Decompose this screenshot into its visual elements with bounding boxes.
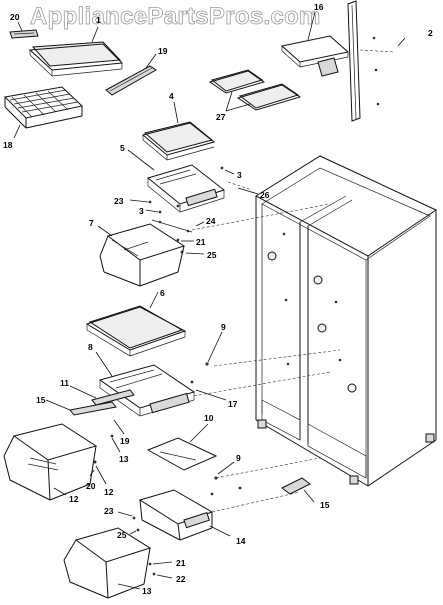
drawer-part-14 — [138, 489, 214, 541]
callout-9-top: 9 — [221, 322, 226, 332]
callout-5: 5 — [120, 143, 125, 153]
refrigerator-cabinet — [255, 155, 438, 487]
callout-22: 22 — [176, 574, 186, 584]
drawer-part-13 — [63, 527, 152, 599]
callout-25-top: 25 — [207, 250, 217, 260]
callout-14: 14 — [236, 536, 246, 546]
callout-23-top: 23 — [114, 196, 124, 206]
callout-23-bottom: 23 — [104, 506, 114, 516]
shelf-part-4 — [141, 121, 216, 161]
callout-4: 4 — [169, 91, 174, 101]
crisper-cover-part-8 — [98, 364, 196, 417]
callout-10: 10 — [204, 413, 214, 423]
shelf-part-1 — [28, 41, 124, 77]
callout-26: 26 — [260, 190, 270, 200]
callout-24: 24 — [206, 216, 216, 226]
callout-9-bottom: 9 — [236, 453, 241, 463]
callout-6: 6 — [160, 288, 165, 298]
callout-15-right: 15 — [320, 500, 330, 510]
rail-part-11 — [91, 389, 135, 406]
callout-2: 2 — [428, 28, 433, 38]
callout-27: 27 — [216, 112, 226, 122]
callout-12-left: 12 — [69, 494, 79, 504]
callout-20-mid: 20 — [86, 481, 96, 491]
callout-19-mid: 19 — [120, 436, 130, 446]
callout-3-left: 3 — [139, 206, 144, 216]
callout-15-left: 15 — [36, 395, 46, 405]
wire-rack-part-18 — [3, 86, 84, 129]
callout-13-mid: 13 — [119, 454, 129, 464]
callout-21-top: 21 — [196, 237, 206, 247]
callout-16: 16 — [314, 2, 324, 12]
glass-shelf-part-6 — [85, 305, 187, 357]
rail-part-15-left — [69, 401, 117, 416]
shelf-part-27 — [208, 69, 302, 111]
pan-part-10 — [146, 437, 218, 471]
callout-19-top: 19 — [158, 46, 168, 56]
callout-12-right: 12 — [104, 487, 114, 497]
callout-18: 18 — [3, 140, 13, 150]
bracket-part-15-right — [281, 477, 311, 495]
hardware-part-24 — [151, 219, 193, 233]
watermark: AppliancePartsPros.com — [30, 3, 321, 30]
callout-13-bottom: 13 — [142, 586, 152, 596]
rail-part-2 — [347, 0, 380, 122]
callout-8: 8 — [88, 342, 93, 352]
callout-11: 11 — [60, 378, 69, 388]
callout-20-top: 20 — [10, 12, 20, 22]
callout-7: 7 — [89, 218, 94, 228]
callout-17: 17 — [228, 399, 238, 409]
drawer-part-12 — [3, 423, 98, 501]
callout-3-right: 3 — [237, 170, 242, 180]
shelf-bracket-part-16 — [280, 35, 350, 77]
rail-part-19 — [105, 65, 157, 96]
callout-25-bottom: 25 — [117, 530, 127, 540]
clip-part-20 — [9, 29, 39, 39]
callout-1: 1 — [96, 15, 101, 25]
crisper-cover-part-5 — [146, 164, 226, 213]
crisper-drawer-part-7 — [99, 223, 186, 287]
callout-21-bottom: 21 — [176, 558, 186, 568]
